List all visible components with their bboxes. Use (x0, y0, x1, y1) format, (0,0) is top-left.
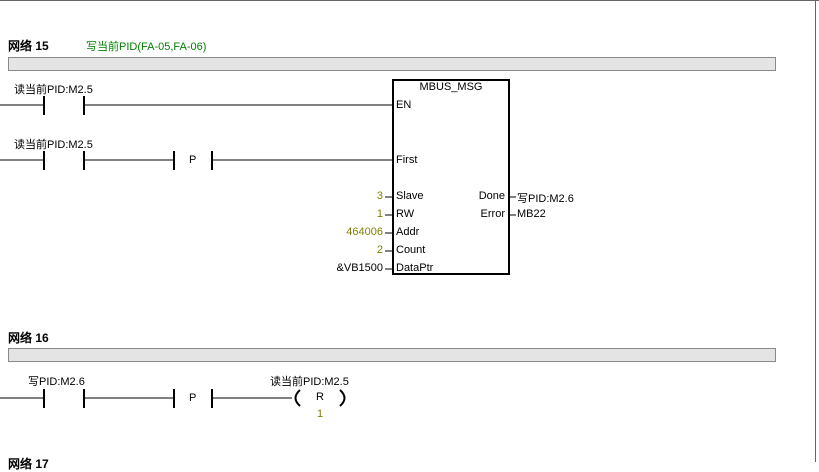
operand-count[interactable]: 2 (376, 244, 383, 256)
rung2-contact-label[interactable]: 读当前PID:M2.5 (14, 139, 93, 151)
operand-addr[interactable]: 464006 (346, 226, 383, 238)
rung2-edge-p-label: P (189, 154, 197, 166)
pin-dataptr: DataPtr (396, 262, 434, 274)
n16-coil-count[interactable]: 1 (317, 408, 324, 420)
operand-error[interactable]: MB22 (517, 208, 546, 220)
operand-slave[interactable]: 3 (376, 190, 383, 202)
n16-coil-type: R (316, 391, 324, 403)
network-15-title[interactable]: 网络 15 (8, 39, 49, 53)
network-15-comment[interactable]: 写当前PID(FA-05,FA-06) (86, 41, 207, 53)
pin-addr: Addr (396, 226, 420, 238)
rung1-contact-label[interactable]: 读当前PID:M2.5 (14, 84, 93, 96)
n16-coil-label[interactable]: 读当前PID:M2.5 (270, 376, 349, 388)
block-title: MBUS_MSG (419, 81, 483, 93)
network-16-comment-bar[interactable] (8, 348, 776, 362)
pin-count: Count (396, 244, 426, 256)
n16-coil-right-arc (339, 389, 346, 407)
window-right-border (815, 0, 816, 462)
ladder-diagram (0, 96, 516, 408)
n16-edge-p-label: P (189, 392, 197, 404)
pin-error: Error (480, 208, 505, 220)
operand-done[interactable]: 写PID:M2.6 (517, 193, 574, 205)
pin-en: EN (396, 99, 412, 111)
n16-coil-left-arc (294, 389, 301, 407)
pin-done: Done (478, 190, 505, 202)
pin-rw: RW (396, 208, 415, 220)
window-top-border (0, 0, 819, 1)
pin-slave: Slave (396, 190, 424, 202)
operand-rw[interactable]: 1 (376, 208, 383, 220)
network-16-title[interactable]: 网络 16 (8, 331, 49, 345)
network-15-comment-bar[interactable] (8, 57, 776, 71)
pin-first: First (396, 154, 418, 166)
n16-contact-label[interactable]: 写PID:M2.6 (28, 376, 85, 388)
mbus-msg-block[interactable] (392, 79, 510, 275)
operand-dataptr[interactable]: &VB1500 (336, 262, 383, 274)
